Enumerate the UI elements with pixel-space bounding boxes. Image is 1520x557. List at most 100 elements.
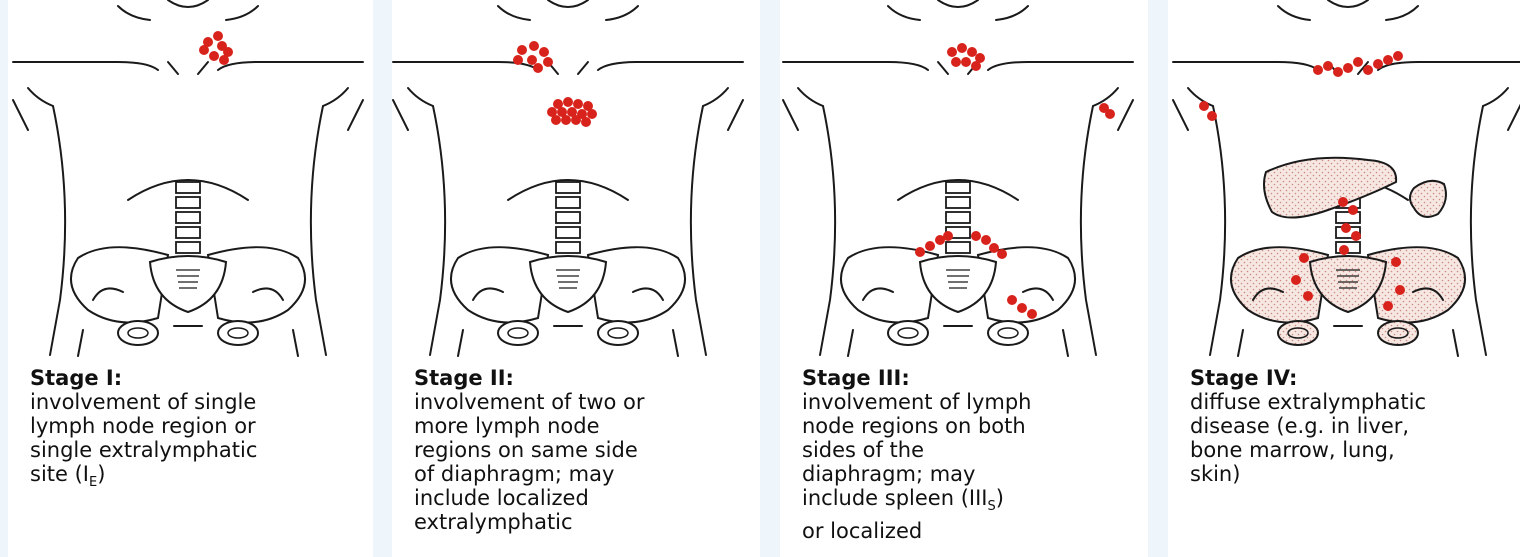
sacrum	[1310, 256, 1386, 312]
left-shoulder-line	[13, 62, 158, 70]
lymph-node-dot	[219, 55, 229, 65]
right-iliac-bone	[978, 247, 1075, 322]
vertebra	[176, 182, 200, 193]
lymph-node-dot	[1353, 57, 1363, 67]
stage-3-line-4: diaphragm; may	[802, 462, 1148, 486]
stage-1-panel: Stage I: involvement of single lymph nod…	[8, 0, 373, 557]
left-obturator	[498, 321, 538, 345]
lymph-node-dot	[1383, 301, 1393, 311]
stage-2-line-3: regions on same side	[414, 438, 760, 462]
lymph-node-dot	[533, 63, 543, 73]
lymph-node-dot	[1303, 291, 1313, 301]
lymph-node-dot	[1348, 205, 1358, 215]
lymph-node-dot	[1339, 245, 1349, 255]
right-torso-outline	[691, 106, 706, 355]
right-obturator	[598, 321, 638, 345]
vertebra	[946, 182, 970, 193]
lymph-node-dot	[1391, 257, 1401, 267]
neck-right-line	[226, 6, 258, 20]
lymph-node-dot	[1199, 101, 1209, 111]
lymph-node-dot	[529, 41, 539, 51]
stage-4-title: Stage IV:	[1190, 366, 1520, 390]
clavicle-notch	[168, 62, 208, 74]
lymph-node-dot	[951, 57, 961, 67]
lymph-node-dot	[1007, 295, 1017, 305]
lymph-node-dot	[1395, 285, 1405, 295]
lymph-node-dot	[997, 249, 1007, 259]
stage-2-line-4: of diaphragm; may	[414, 462, 760, 486]
vertebra	[176, 212, 200, 223]
lymph-node-dot	[1383, 55, 1393, 65]
right-shoulder-line	[598, 62, 743, 70]
left-armpit-line	[28, 88, 53, 106]
stage-3-title: Stage III:	[802, 366, 1148, 390]
lymph-node-dot	[587, 109, 597, 119]
clavicle-notch	[548, 62, 588, 74]
lymph-node-dot	[513, 55, 523, 65]
sacrum	[530, 256, 606, 312]
vertebra	[556, 212, 580, 223]
femur-lines	[78, 330, 298, 356]
liver-organ	[1264, 158, 1396, 218]
lymph-node-dot	[971, 61, 981, 71]
lymph-node-dot	[943, 231, 953, 241]
stage-3-line-3: sides of the	[802, 438, 1148, 462]
lymph-node-dot	[517, 45, 527, 55]
stage-1-caption: Stage I: involvement of single lymph nod…	[30, 366, 373, 495]
lymph-node-dot	[1341, 223, 1351, 233]
left-obturator	[118, 321, 158, 345]
sacrum	[150, 256, 226, 312]
lymph-node-dot	[581, 117, 591, 127]
left-torso-outline	[820, 106, 835, 355]
vertebra	[176, 197, 200, 208]
lymph-node-dot	[967, 47, 977, 57]
stage-4-line-1: diffuse extralymphatic	[1190, 390, 1520, 414]
arm-lines	[783, 100, 1133, 130]
right-armpit-line	[1483, 88, 1508, 106]
lymph-node-dot	[571, 115, 581, 125]
chin-line	[938, 0, 978, 7]
right-armpit-line	[323, 88, 348, 106]
left-shoulder-line	[1173, 62, 1318, 70]
lymph-node-dot	[551, 115, 561, 125]
stage-3-caption: Stage III: involvement of lymph node reg…	[802, 366, 1148, 543]
lymph-node-dot	[1207, 111, 1217, 121]
lymph-node-dot	[563, 97, 573, 107]
stage-2-line-1: involvement of two or	[414, 390, 760, 414]
right-torso-outline	[1471, 106, 1486, 355]
lymph-node-dot	[1333, 67, 1343, 77]
left-torso-outline	[50, 106, 65, 355]
stage-4-line-2: disease (e.g. in liver,	[1190, 414, 1520, 438]
lymph-node-dot	[1393, 51, 1403, 61]
stage-3-line-2: node regions on both	[802, 414, 1148, 438]
lymph-node-dot	[527, 55, 537, 65]
left-iliac-bone	[841, 247, 938, 322]
right-obturator	[988, 321, 1028, 345]
left-torso-outline	[430, 106, 445, 355]
stage-2-line-2: more lymph node	[414, 414, 760, 438]
lymph-node-dot	[1291, 275, 1301, 285]
vertebra	[556, 227, 580, 238]
lymph-node-dot	[1017, 303, 1027, 313]
arm-lines	[1173, 100, 1520, 130]
stage-2-caption: Stage II: involvement of two or more lym…	[414, 366, 760, 534]
lymph-node-dot	[213, 31, 223, 41]
right-shoulder-line	[218, 62, 363, 70]
left-iliac-bone	[71, 247, 168, 322]
lymph-node-dot	[971, 231, 981, 241]
left-armpit-line	[798, 88, 823, 106]
chin-line	[168, 0, 208, 7]
lymph-node-dot	[561, 115, 571, 125]
lymph-node-dot	[1323, 61, 1333, 71]
lymph-node-dot	[961, 57, 971, 67]
lymph-node-dot	[539, 47, 549, 57]
vertebra	[556, 242, 580, 253]
lymph-node-dot	[573, 99, 583, 109]
stage-2-title: Stage II:	[414, 366, 760, 390]
right-obturator	[1378, 321, 1418, 345]
vertebra	[946, 212, 970, 223]
left-obturator	[888, 321, 928, 345]
neck-right-line	[1386, 6, 1418, 20]
lymph-node-dot	[1299, 253, 1309, 263]
stage-1-title: Stage I:	[30, 366, 373, 390]
